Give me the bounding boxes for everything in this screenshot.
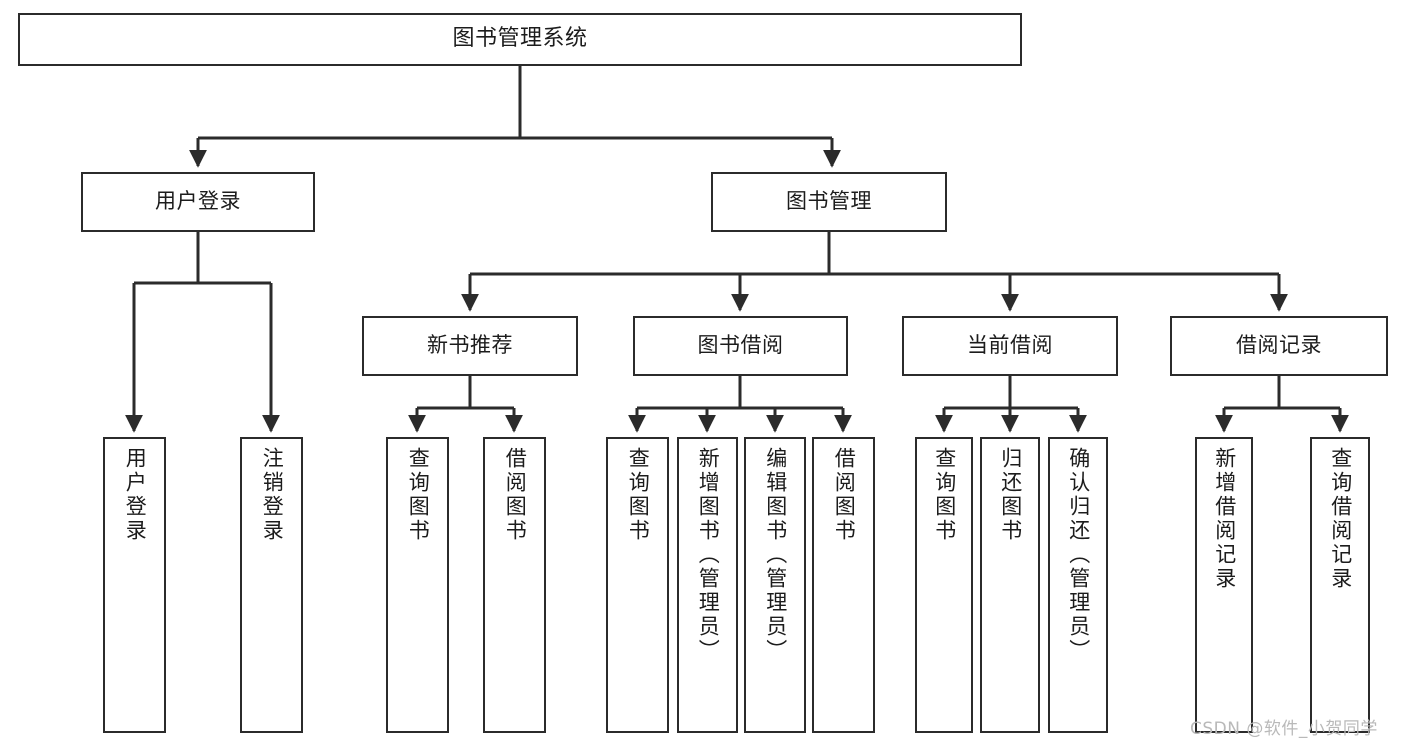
node-label: 用户登录 (123, 447, 148, 543)
node-leaf-add-borrow-record[interactable]: 新增借阅记录 (1195, 437, 1253, 733)
node-leaf-query-book-rec[interactable]: 查询图书 (386, 437, 449, 733)
node-label: 图书管理系统 (452, 26, 588, 52)
node-leaf-borrow-book-rec[interactable]: 借阅图书 (483, 437, 546, 733)
node-root-system[interactable]: 图书管理系统 (18, 13, 1022, 66)
node-book-manage[interactable]: 图书管理 (711, 172, 947, 232)
node-current-borrow[interactable]: 当前借阅 (902, 316, 1118, 376)
node-label: 图书管理 (786, 189, 872, 214)
node-label: 注销登录 (260, 447, 285, 543)
node-label: 新增借阅记录 (1212, 447, 1237, 591)
node-label: 查询借阅记录 (1328, 447, 1353, 591)
node-label: 查询图书 (406, 447, 431, 543)
node-label: 查询图书 (932, 447, 957, 543)
node-label: 用户登录 (155, 189, 241, 214)
node-borrow-record[interactable]: 借阅记录 (1170, 316, 1388, 376)
node-leaf-query-book-borrow[interactable]: 查询图书 (606, 437, 669, 733)
node-user-login[interactable]: 用户登录 (81, 172, 315, 232)
node-leaf-logout[interactable]: 注销登录 (240, 437, 303, 733)
node-label: 借阅图书 (832, 447, 857, 543)
node-label: 借阅图书 (503, 447, 528, 543)
node-label: 新增图书（管理员） (696, 447, 721, 663)
node-label: 新书推荐 (427, 333, 513, 358)
node-label: 确认归还（管理员） (1066, 447, 1091, 663)
node-leaf-query-book-current[interactable]: 查询图书 (915, 437, 973, 733)
csdn-watermark: CSDN @软件_小贺同学 (1190, 719, 1378, 739)
node-book-borrow[interactable]: 图书借阅 (633, 316, 848, 376)
node-leaf-borrow-book[interactable]: 借阅图书 (812, 437, 875, 733)
node-new-book-recommend[interactable]: 新书推荐 (362, 316, 578, 376)
node-leaf-query-borrow-record[interactable]: 查询借阅记录 (1310, 437, 1370, 733)
node-leaf-add-book-admin[interactable]: 新增图书（管理员） (677, 437, 738, 733)
node-label: 图书借阅 (697, 333, 784, 358)
node-label: 当前借阅 (967, 333, 1053, 358)
node-label: 查询图书 (626, 447, 651, 543)
node-label: 编辑图书（管理员） (763, 447, 788, 663)
node-label: 借阅记录 (1236, 333, 1322, 358)
node-leaf-confirm-return-admin[interactable]: 确认归还（管理员） (1048, 437, 1108, 733)
node-leaf-edit-book-admin[interactable]: 编辑图书（管理员） (744, 437, 806, 733)
node-leaf-user-login[interactable]: 用户登录 (103, 437, 166, 733)
node-label: 归还图书 (998, 447, 1023, 543)
node-leaf-return-book[interactable]: 归还图书 (980, 437, 1040, 733)
